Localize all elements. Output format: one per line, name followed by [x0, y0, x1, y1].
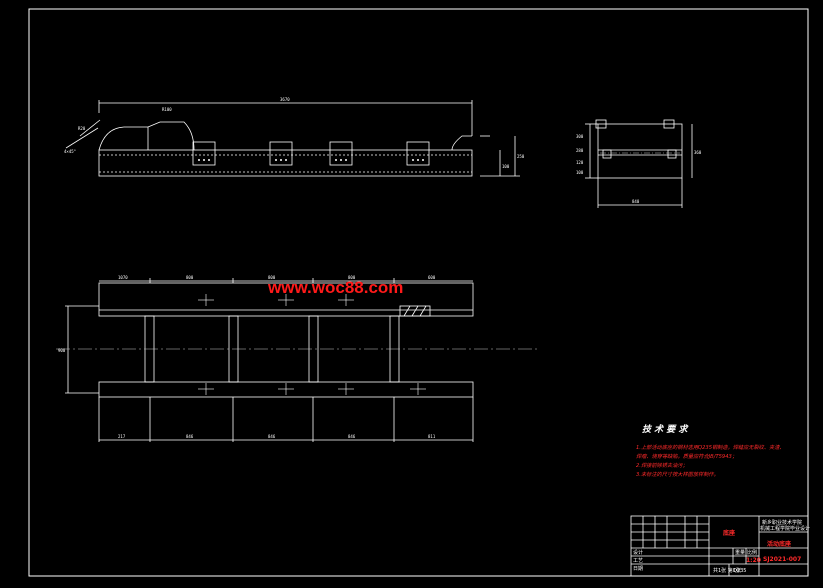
tb-weight: 重量: [735, 549, 745, 556]
dim-plan-bottom-2: 846: [268, 434, 276, 439]
outer-frame: [28, 8, 809, 577]
dim-side-width: 840: [632, 199, 640, 204]
tb-scale-label: 比例: [747, 549, 757, 556]
tb-row-design: 设计: [633, 549, 643, 556]
tb-part-name: 底座: [723, 529, 735, 537]
bracket-bolts: [198, 159, 424, 161]
dim-plan-top-0: 1070: [118, 275, 128, 280]
tech-req-title: 技 术 要 求: [642, 424, 689, 435]
tech-req-item-1: 1.上部活动底座的钢材选用Q235钢制造，焊缝应无裂纹、夹渣、: [636, 444, 785, 451]
dim-left-b: R20: [78, 126, 86, 131]
dim-plan-bottom-3: 846: [348, 434, 356, 439]
dim-plan-bottom-1: 846: [186, 434, 194, 439]
dim-height-right: 250: [517, 154, 525, 159]
side-view: [585, 119, 693, 208]
tb-scale: 1:20: [746, 557, 761, 564]
dim-plan-top-4: 600: [428, 275, 436, 280]
dim-plan-bottom-0: 217: [118, 434, 126, 439]
dim-left-a: 4×45°: [64, 149, 76, 154]
tech-req-item-2: 焊瘤、烧穿等缺陷，质量应符合JB/T5943；: [636, 453, 737, 460]
plan-bolt-marks: [198, 294, 426, 395]
dim-plan-top-3: 800: [348, 275, 356, 280]
tb-drawing-name: 活动底座: [767, 540, 791, 548]
dim-top-total: 3670: [280, 97, 290, 102]
dim-plan-top-1: 800: [186, 275, 194, 280]
tb-drawing-number: SJ2021-007: [763, 556, 801, 563]
front-view: [65, 100, 520, 177]
plan-view: [65, 278, 474, 442]
dim-side-total: 360: [694, 150, 702, 155]
dim-side-b: 280: [576, 148, 584, 153]
tb-title-2: 机械工程学院毕业设计: [760, 525, 810, 532]
dim-side-a: 300: [576, 134, 584, 139]
tech-req-item-3: 2.焊接前除锈去油污；: [636, 462, 688, 469]
dim-side-d: 100: [576, 170, 584, 175]
tb-row-date: 日期: [633, 566, 643, 572]
dim-plan-top-2: 800: [268, 275, 276, 280]
title-block: [630, 515, 809, 577]
tb-row-process: 工艺: [633, 558, 643, 564]
dim-height-small: 100: [502, 164, 510, 169]
dim-plan-height: 900: [58, 348, 66, 353]
tb-material: Q235: [733, 568, 746, 574]
tb-sheet: 共1张 第1张: [713, 567, 741, 574]
dim-plan-bottom-4: 811: [428, 434, 436, 439]
dim-side-c: 120: [576, 160, 584, 165]
tech-req-item-4: 3.未标注的尺寸按大样图放样制作。: [636, 471, 719, 478]
tb-title-1: 新乡职业技术学院: [762, 519, 802, 526]
dim-top-detail: R100: [162, 107, 172, 112]
watermark-text: www.woc88.com: [267, 278, 403, 297]
